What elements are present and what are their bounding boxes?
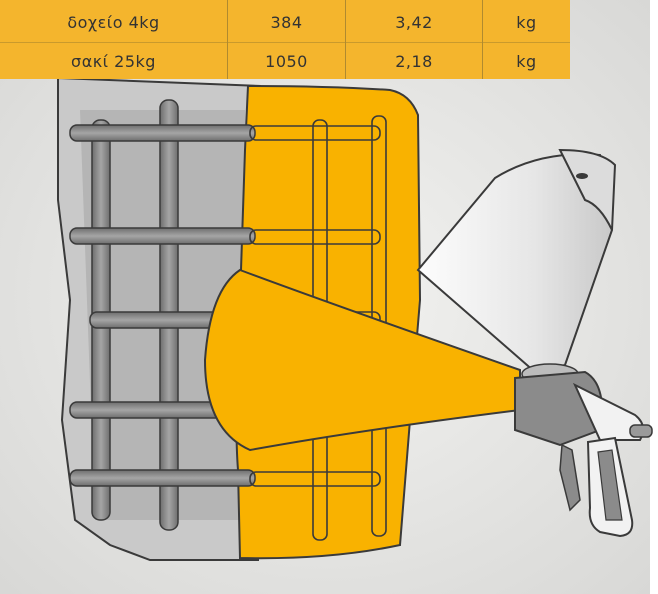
- price-table: δοχείο 4kg 384 3,42 kg σακί 25kg 1050 2,…: [0, 0, 570, 79]
- quantity-cell: 384: [228, 0, 346, 43]
- quantity-cell: 1050: [228, 43, 346, 80]
- price-cell: 3,42: [346, 0, 483, 43]
- unit-cell: kg: [483, 43, 571, 80]
- price-cell: 2,18: [346, 43, 483, 80]
- right-margin-strip: [650, 0, 658, 594]
- table-row: δοχείο 4kg 384 3,42 kg: [0, 0, 570, 43]
- product-cell: δοχείο 4kg: [0, 0, 228, 43]
- product-cell: σακί 25kg: [0, 43, 228, 80]
- table-row: σακί 25kg 1050 2,18 kg: [0, 43, 570, 80]
- unit-cell: kg: [483, 0, 571, 43]
